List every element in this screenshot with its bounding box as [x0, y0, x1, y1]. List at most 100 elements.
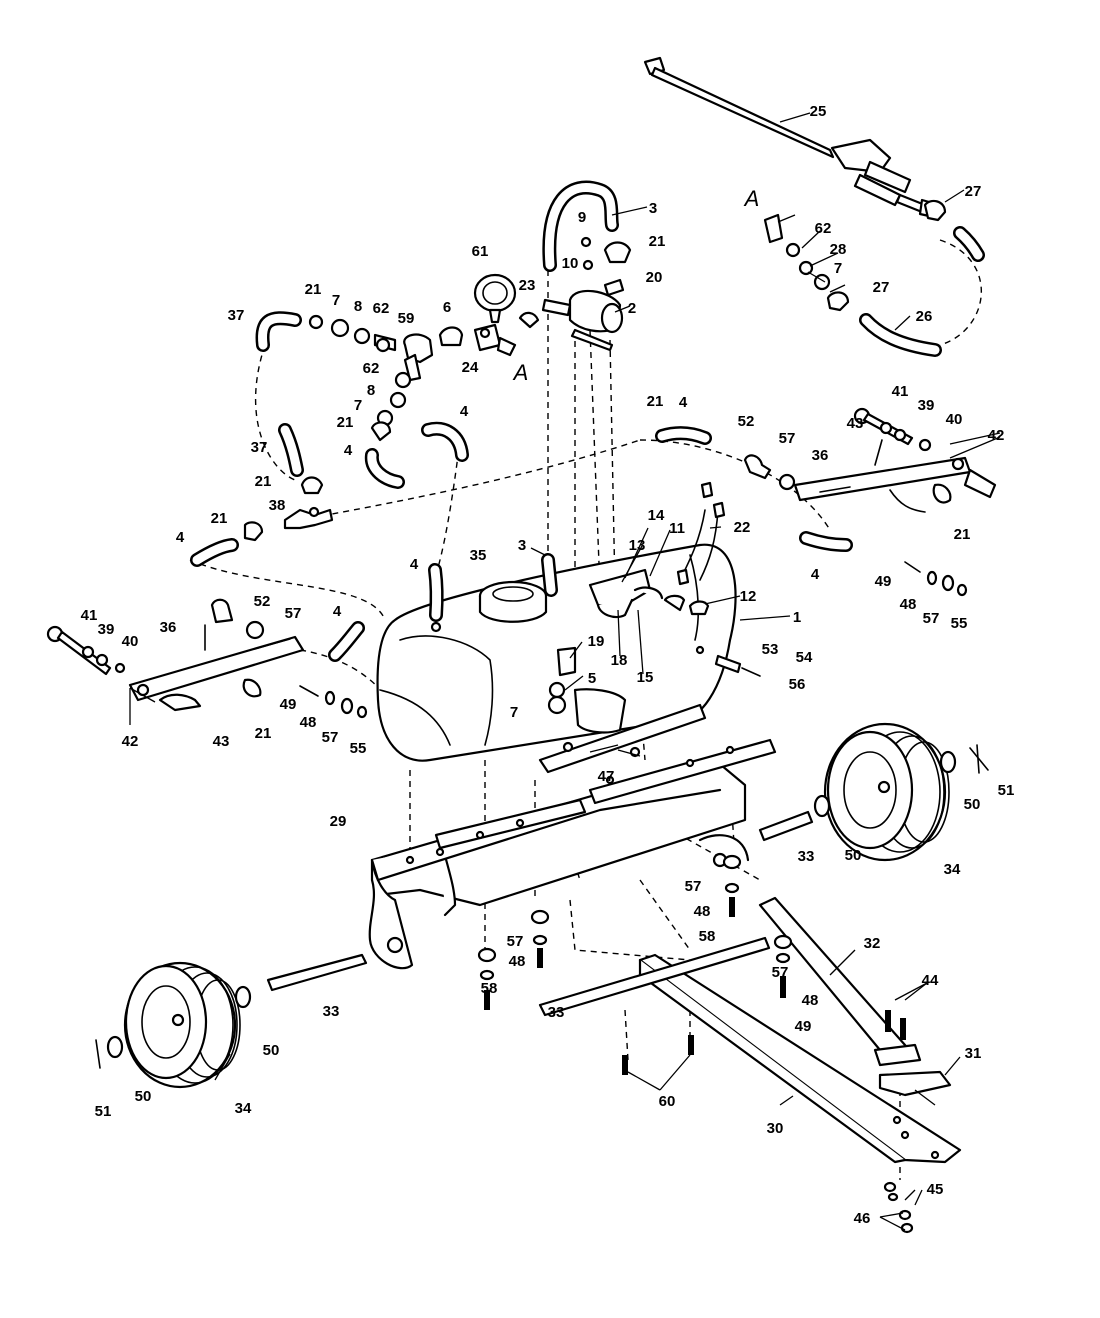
callout-57: 57	[322, 729, 339, 746]
tow-bar-assembly	[638, 896, 962, 1164]
callout-26: 26	[916, 308, 933, 325]
callout-30: 30	[767, 1120, 784, 1137]
callout-57: 57	[507, 933, 524, 950]
callout-5: 5	[588, 670, 596, 687]
callout-18: 18	[611, 652, 628, 669]
callout-4: 4	[460, 403, 469, 420]
callout-27: 27	[965, 183, 982, 200]
callout-60: 60	[659, 1093, 676, 1110]
callout-21: 21	[337, 414, 354, 431]
callout-23: 23	[519, 277, 536, 294]
fittings-left	[243, 314, 412, 542]
callout-53: 53	[762, 641, 779, 658]
callout-58: 58	[699, 928, 716, 945]
callout-33: 33	[548, 1004, 565, 1021]
callout-1: 1	[793, 609, 801, 626]
callout-57: 57	[923, 610, 940, 627]
callout-3: 3	[518, 537, 526, 554]
callout-52: 52	[254, 593, 271, 610]
callout-48: 48	[802, 992, 819, 1009]
hardware	[46, 407, 968, 1234]
callout-62: 62	[815, 220, 832, 237]
callout-41: 41	[81, 607, 98, 624]
callout-50: 50	[263, 1042, 280, 1059]
callout-42: 42	[988, 427, 1005, 444]
callout-52: 52	[738, 413, 755, 430]
callout-4: 4	[344, 442, 353, 459]
callout-21: 21	[211, 510, 228, 527]
callout-43: 43	[847, 415, 864, 432]
callout-45: 45	[927, 1181, 944, 1198]
callout-48: 48	[509, 953, 526, 970]
callout-37: 37	[228, 307, 245, 324]
reference-letter: A	[512, 360, 529, 385]
callout-32: 32	[864, 935, 881, 952]
callout-13: 13	[629, 537, 646, 554]
reference-letter: A	[743, 186, 760, 211]
callout-21: 21	[305, 281, 322, 298]
boom-left	[128, 624, 305, 712]
callout-55: 55	[350, 740, 367, 757]
callout-10: 10	[562, 255, 579, 272]
callout-48: 48	[300, 714, 317, 731]
callout-57: 57	[285, 605, 302, 622]
callout-19: 19	[588, 633, 605, 650]
callout-49: 49	[875, 573, 892, 590]
callout-12: 12	[740, 588, 757, 605]
callout-28: 28	[830, 241, 847, 258]
callout-24: 24	[462, 359, 479, 376]
callout-48: 48	[900, 596, 917, 613]
callout-8: 8	[354, 298, 362, 315]
callout-36: 36	[812, 447, 829, 464]
callout-40: 40	[946, 411, 963, 428]
callout-21: 21	[255, 473, 272, 490]
callout-38: 38	[269, 497, 286, 514]
callout-42: 42	[122, 733, 139, 750]
callout-6: 6	[443, 299, 451, 316]
callout-33: 33	[323, 1003, 340, 1020]
callout-21: 21	[954, 526, 971, 543]
callout-50: 50	[135, 1088, 152, 1105]
wheel-left	[123, 961, 241, 1089]
washers-and-pins	[95, 744, 989, 1069]
pressure-gauge	[473, 273, 517, 324]
callout-9: 9	[578, 209, 586, 226]
wheel-right	[823, 722, 950, 862]
callout-21: 21	[255, 725, 272, 742]
switch-assembly	[547, 481, 726, 715]
callout-33: 33	[798, 848, 815, 865]
tank-frame	[368, 703, 777, 970]
fittings-right	[763, 199, 947, 312]
callout-59: 59	[398, 310, 415, 327]
callout-51: 51	[95, 1103, 112, 1120]
callout-49: 49	[795, 1018, 812, 1035]
callout-22: 22	[734, 519, 751, 536]
callout-39: 39	[98, 621, 115, 638]
callout-37: 37	[251, 439, 268, 456]
callout-labels: 1233444444456777788910111213141518192021…	[81, 103, 1015, 1227]
axles	[266, 810, 814, 1017]
callout-7: 7	[834, 260, 842, 277]
callout-25: 25	[810, 103, 827, 120]
callout-29: 29	[330, 813, 347, 830]
callout-51: 51	[998, 782, 1015, 799]
callout-56: 56	[789, 676, 806, 693]
callout-50: 50	[964, 796, 981, 813]
callout-62: 62	[373, 300, 390, 317]
callout-39: 39	[918, 397, 935, 414]
callout-57: 57	[779, 430, 796, 447]
callout-55: 55	[951, 615, 968, 632]
callout-7: 7	[354, 397, 362, 414]
callout-15: 15	[637, 669, 654, 686]
leader-lines	[129, 112, 1001, 1231]
callout-58: 58	[481, 980, 498, 997]
callout-49: 49	[280, 696, 297, 713]
callout-4: 4	[811, 566, 820, 583]
callout-34: 34	[235, 1100, 252, 1117]
callout-7: 7	[332, 292, 340, 309]
callout-47: 47	[598, 768, 615, 785]
callout-20: 20	[646, 269, 663, 286]
callout-21: 21	[649, 233, 666, 250]
